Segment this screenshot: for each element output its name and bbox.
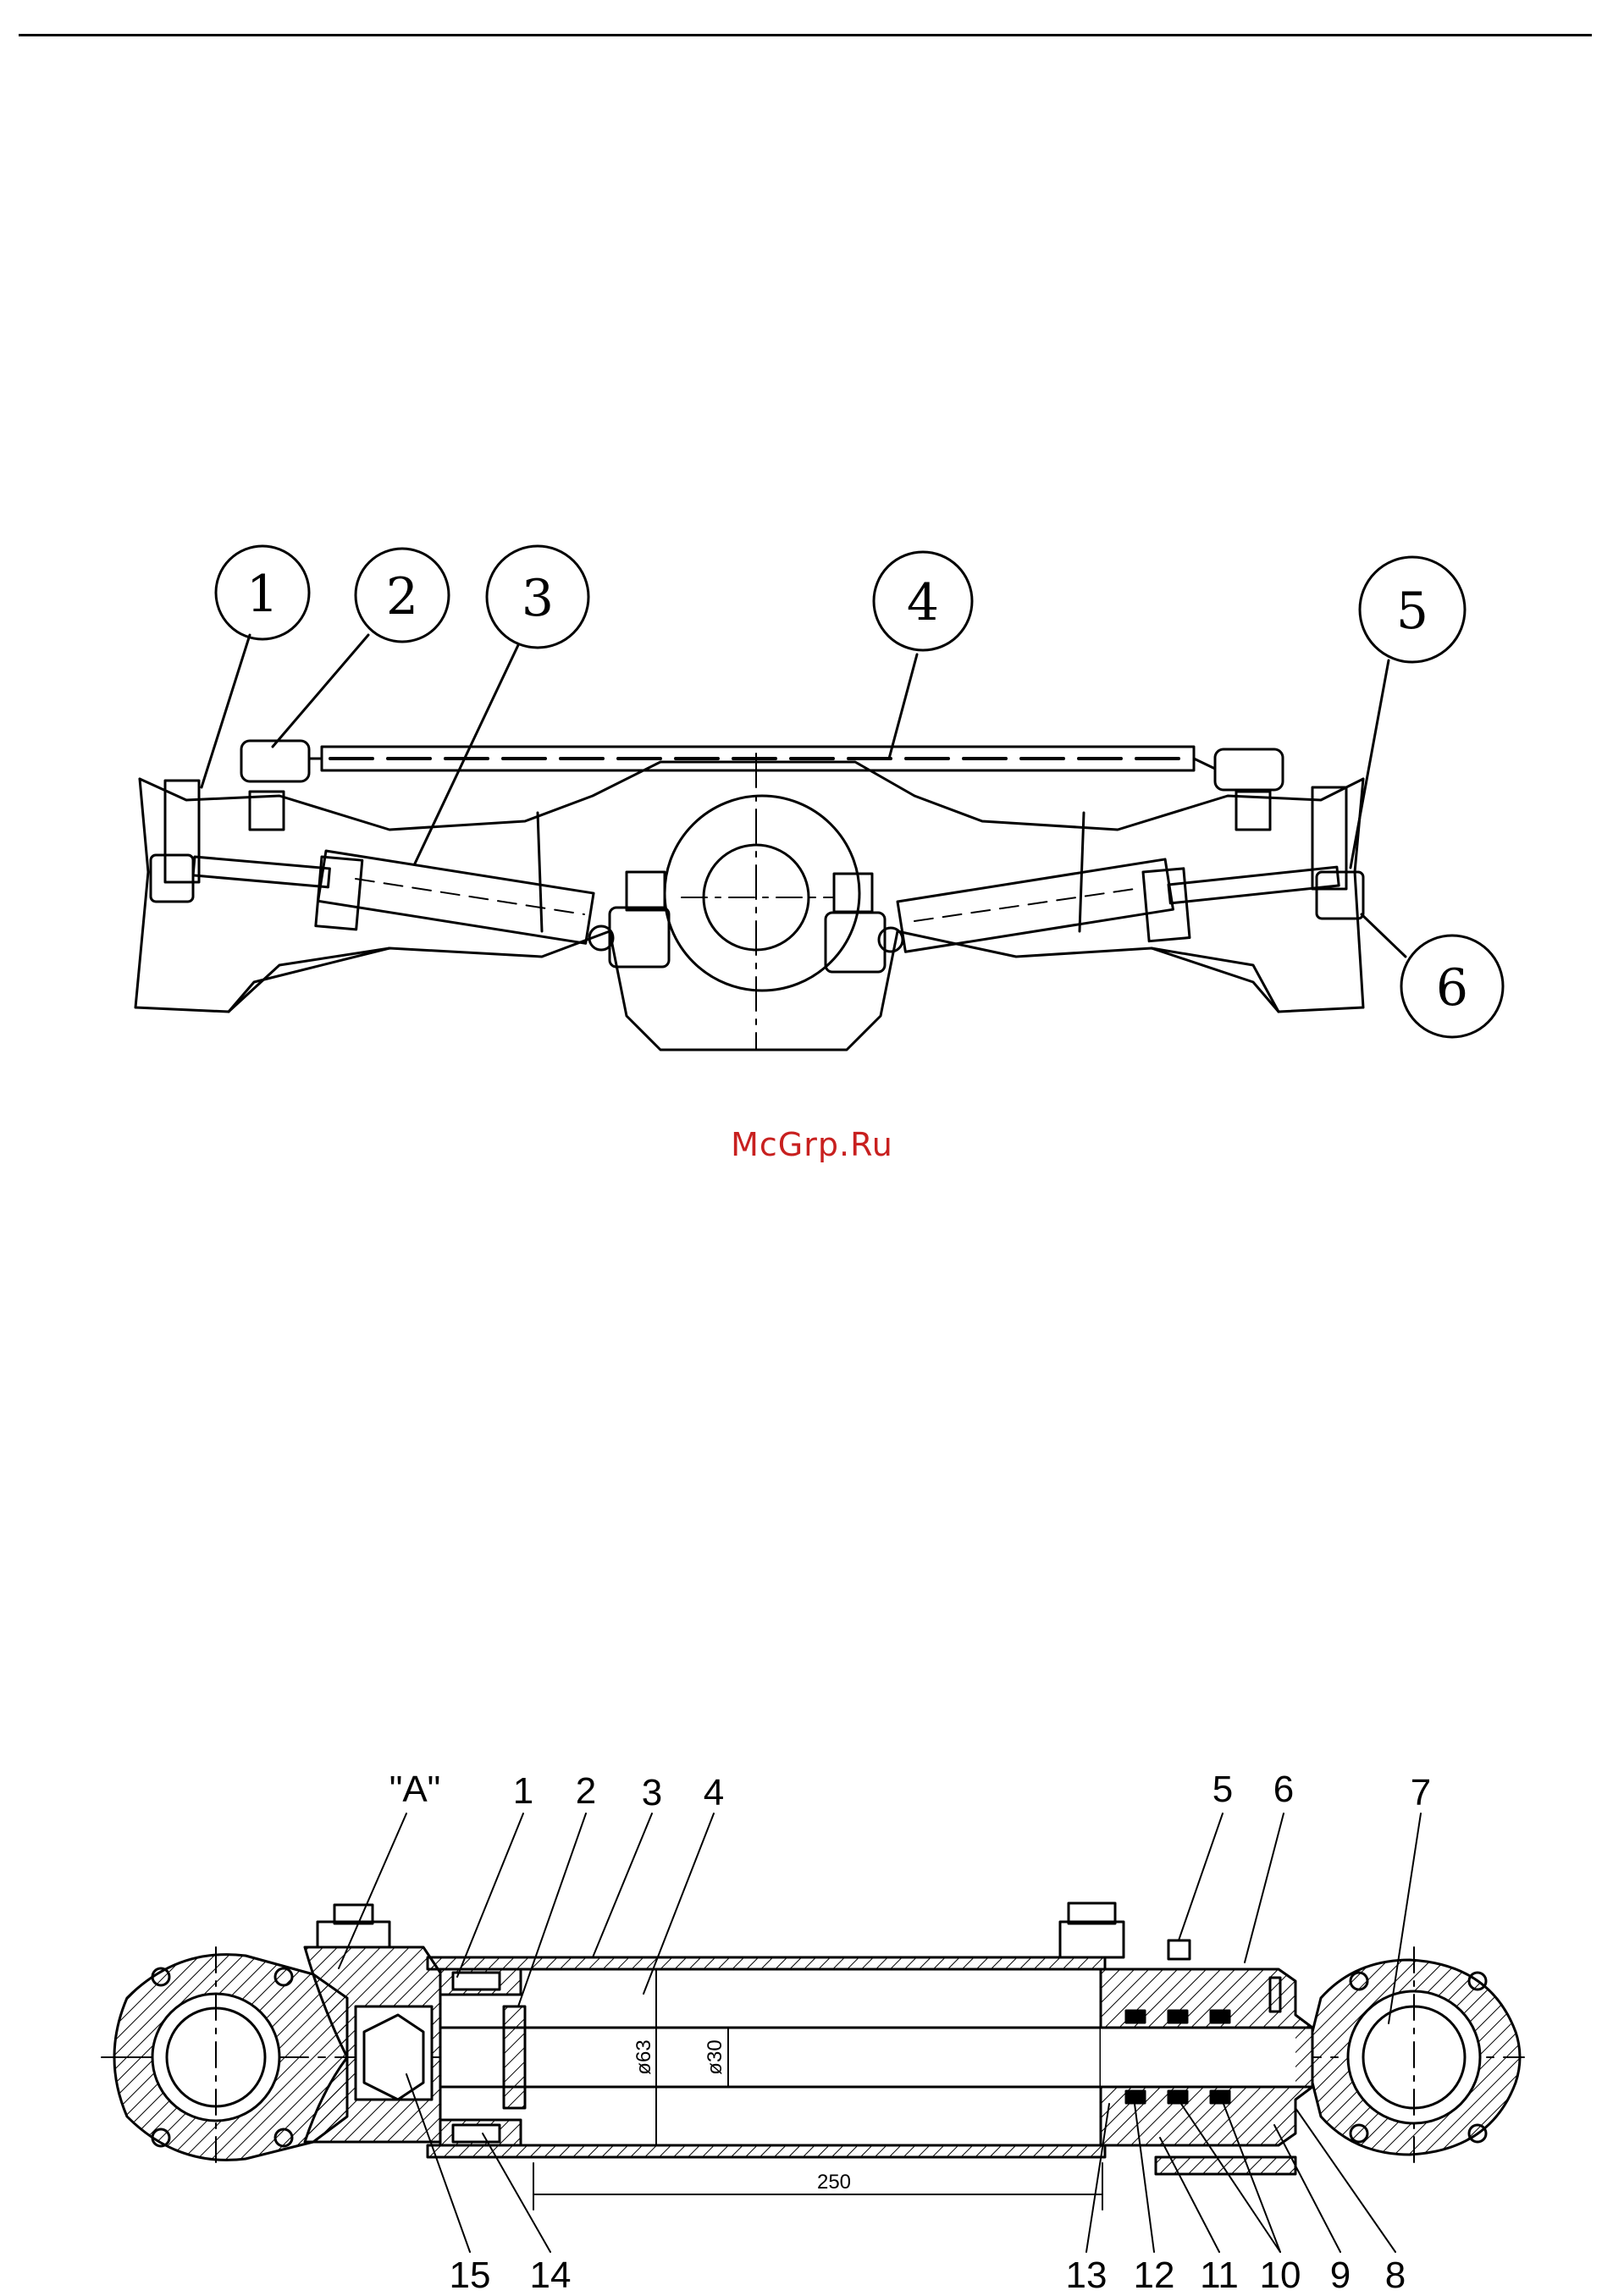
top-label-7: 7 — [1411, 1772, 1431, 1813]
rod-diameter-label: ø30 — [704, 2039, 726, 2074]
tie-rod — [241, 741, 1283, 790]
bottom-label-10: 10 — [1260, 2255, 1301, 2296]
top-label-6: 6 — [1273, 1769, 1294, 1810]
top-label-5: 5 — [1212, 1769, 1233, 1810]
callout-3: 3 — [487, 546, 588, 648]
bottom-label-8: 8 — [1385, 2255, 1406, 2296]
top-label-1: 1 — [513, 1770, 533, 1812]
callout-4-text: 4 — [907, 573, 939, 632]
right-steering-knuckle — [1236, 787, 1363, 919]
bottom-label-15: 15 — [450, 2255, 491, 2296]
steering-axle-diagram: 1 2 3 4 5 6 — [0, 508, 1624, 1067]
top-label-4: 4 — [704, 1772, 724, 1813]
bottom-label-14: 14 — [530, 2255, 572, 2296]
bottom-label-12: 12 — [1134, 2255, 1175, 2296]
callout-1-text: 1 — [246, 565, 279, 624]
callout-5: 5 — [1360, 557, 1465, 662]
differential-cover — [665, 753, 859, 1050]
callout-2-text: 2 — [386, 567, 418, 626]
top-label-3: 3 — [642, 1772, 662, 1813]
callout-6: 6 — [1401, 936, 1503, 1037]
length-dimension-label: 250 — [817, 2171, 851, 2194]
callout-6-text: 6 — [1436, 958, 1468, 1018]
callout-1: 1 — [216, 546, 309, 639]
view-a-label: "A" — [389, 1769, 441, 1810]
bottom-label-9: 9 — [1330, 2255, 1351, 2296]
bottom-label-13: 13 — [1066, 2255, 1108, 2296]
top-rule — [19, 34, 1592, 36]
bore-diameter-label: ø63 — [632, 2039, 655, 2074]
bottom-label-11: 11 — [1200, 2255, 1239, 2296]
top-label-2: 2 — [576, 1770, 596, 1812]
callout-3-text: 3 — [522, 569, 554, 628]
callout-5-text: 5 — [1396, 582, 1428, 641]
axle-housing — [135, 762, 1363, 1050]
cylinder-section-diagram: ø63 ø30 250 "A" 1 2 3 4 5 6 7 15 14 13 1… — [0, 1752, 1624, 2296]
watermark-text: McGrp.Ru — [0, 1126, 1624, 1163]
right-eye — [1312, 1947, 1520, 2167]
callout-2: 2 — [356, 549, 449, 642]
callout-4: 4 — [874, 552, 972, 650]
